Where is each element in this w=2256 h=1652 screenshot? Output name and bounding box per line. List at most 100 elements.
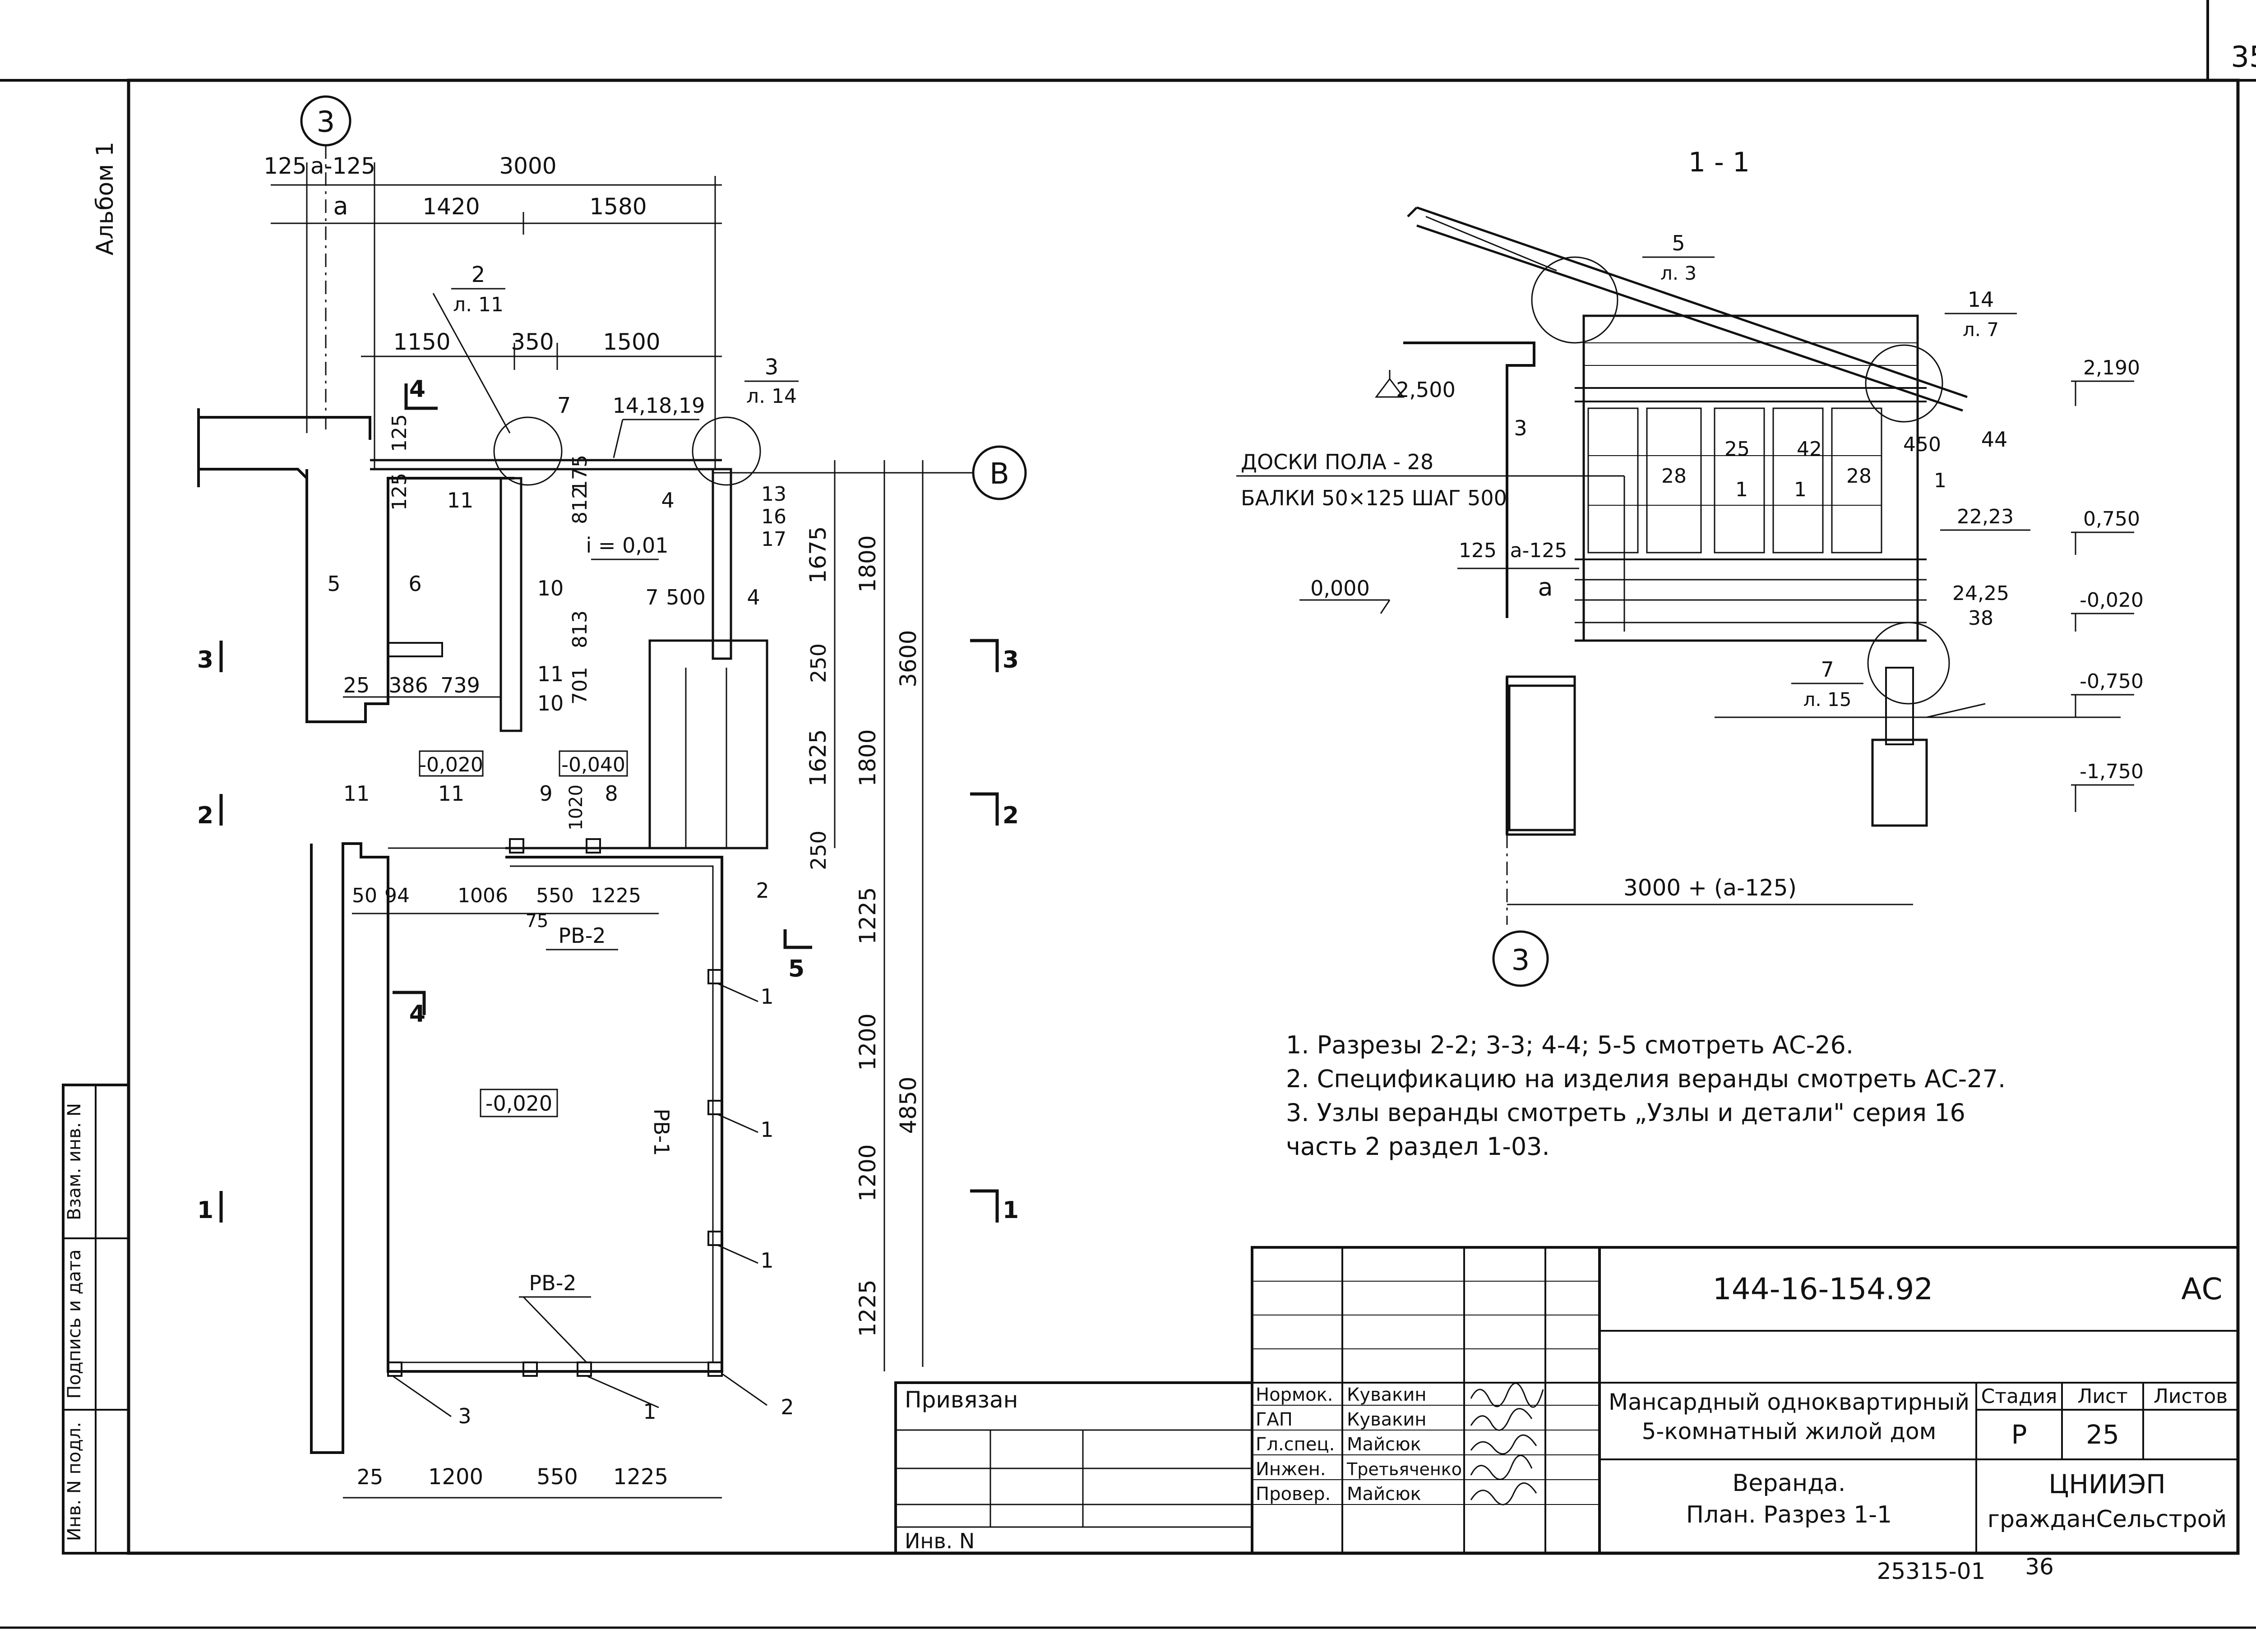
plan-house-walls	[197, 408, 768, 1454]
callout-l11: л. 11	[453, 293, 504, 316]
dim-1225-b: 1225	[855, 1279, 881, 1337]
sc-38: 38	[1968, 607, 1993, 630]
dim-bottom-25: 25	[357, 1465, 384, 1489]
dim-bottom-1200: 1200	[428, 1464, 483, 1490]
section-mark-2-left: 2	[197, 802, 213, 829]
note-3: 3. Узлы веранды смотреть „Узлы и детали"…	[1286, 1098, 1965, 1127]
section-node-5	[1531, 256, 1618, 344]
sc-5: 5	[1672, 231, 1685, 255]
dim-1800-a: 1800	[855, 535, 881, 592]
callout-2c: 2	[781, 1395, 794, 1419]
section-node-7	[1867, 622, 1950, 705]
level-minus-0040: -0,040	[561, 753, 625, 776]
dim-int-813: 813	[569, 610, 592, 648]
sc-28a: 28	[1661, 465, 1687, 488]
section-axis-label-3: 3	[1512, 944, 1530, 977]
stamp-sheet-title-2: План. Разрез 1-1	[1686, 1501, 1892, 1528]
level-0000: 0,000	[1310, 576, 1370, 600]
dim-250-b: 250	[806, 831, 831, 870]
dim-1580: 1580	[589, 194, 647, 220]
name-glspec: Майсюк	[1347, 1434, 1421, 1455]
note-1: 1. Разрезы 2-2; 3-3; 4-4; 5-5 смотреть А…	[1286, 1031, 1854, 1059]
dim-int-500: 500	[666, 585, 706, 609]
stamp-sheet-title-1: Веранда.	[1733, 1470, 1846, 1497]
slope-label: i = 0,01	[586, 533, 669, 558]
stamp-roles: Нормок. Кувакин ГАП Кувакин Гл.спец. Май…	[1256, 1384, 1462, 1504]
callout-13: 13	[761, 483, 786, 506]
footer-code: 25315-01	[1877, 1558, 1986, 1584]
role-glspec: Гл.спец.	[1256, 1434, 1335, 1455]
callout-3: 3	[765, 355, 779, 380]
sc-24-25: 24,25	[1952, 582, 2009, 605]
callout-16: 16	[761, 505, 786, 528]
dim-a: а	[333, 192, 348, 220]
sc-28b: 28	[1846, 465, 1872, 488]
stamp-sheet: 25	[2086, 1419, 2119, 1450]
dim-1800-b: 1800	[855, 729, 881, 786]
dim-int-94: 94	[384, 884, 410, 907]
plan-drawing: 3 В 125 а-125 3000 а 1420 1580 1150 350 …	[197, 95, 1027, 1499]
floor-note-boards: ДОСКИ ПОЛА - 28	[1241, 450, 1433, 474]
stamp-sheets-header: Листов	[2154, 1385, 2228, 1408]
dim-125: 125	[264, 153, 306, 179]
dim-int-75: 75	[526, 911, 549, 932]
window-rv1: РВ-1	[649, 1108, 674, 1156]
stamp-stage: Р	[2011, 1419, 2027, 1450]
callout-11b: 11	[537, 662, 564, 686]
dim-a-125: а-125	[310, 153, 375, 179]
dim-bottom-550: 550	[536, 1464, 578, 1490]
callout-7b: 7	[645, 585, 658, 609]
level-minus-0020: -0,020	[2080, 589, 2144, 612]
plan-windows: РВ-2 РВ-1 РВ-2	[519, 923, 674, 1363]
callout-4a: 4	[661, 488, 674, 512]
floor-note-beams: БАЛКИ 50×125 ШАГ 500	[1241, 486, 1507, 510]
sc-l15: л. 15	[1803, 688, 1852, 711]
stamp-org-2: гражданСельстрой	[1988, 1506, 2227, 1533]
callout-1c: 1	[760, 1248, 773, 1273]
section-dim-a: а	[1538, 573, 1553, 601]
callout-1b: 1	[760, 1117, 773, 1142]
axis-label-3: 3	[317, 106, 335, 139]
plan-internal-dimensions: 125 125 812 175 813 701 500 386 739 25 5…	[343, 414, 706, 932]
section-title: 1 - 1	[1688, 147, 1750, 178]
dim-1200-a: 1200	[855, 1013, 881, 1071]
level-minus-0020-b: -0,020	[485, 1091, 552, 1116]
sc-1c: 1	[1934, 469, 1946, 492]
plan-levels: -0,020 -0,040 -0,020	[419, 750, 628, 1117]
section-mark-3-left: 3	[197, 646, 213, 674]
axis-label-b: В	[989, 457, 1009, 491]
callout-11c: 11	[343, 781, 370, 806]
callout-5: 5	[327, 572, 340, 596]
plan-right-dimensions: 1675 250 1625 250 1800 1800 3600 1225 12…	[805, 460, 924, 1371]
side-stamp-inv: Инв. N подл.	[64, 1422, 85, 1541]
dim-1420: 1420	[422, 194, 480, 220]
stamp-sheet-header: Лист	[2077, 1385, 2128, 1408]
dim-1150: 1150	[393, 329, 450, 355]
section-mark-4-bottom: 4	[409, 1001, 425, 1028]
dim-int-386: 386	[388, 673, 428, 697]
notes: 1. Разрезы 2-2; 3-3; 4-4; 5-5 смотреть А…	[1286, 1031, 2006, 1161]
plan-bottom-dimensions: 25 1200 550 1225	[343, 1464, 722, 1499]
stair-block	[648, 639, 768, 849]
section-dim-a-125: а-125	[1510, 539, 1567, 562]
dim-350: 350	[511, 329, 554, 355]
section-mark-3-right: 3	[1003, 646, 1019, 674]
stamp-project-title-2: 5-комнатный жилой дом	[1642, 1418, 1937, 1444]
callout-14-18-19: 14,18,19	[613, 393, 705, 418]
dim-int-812: 812	[569, 486, 592, 524]
level-minus-0020-a: -0,020	[419, 753, 483, 776]
plan-callouts: 2 л. 11 7 14,18,19 3 л. 14 4 11 10 11 10…	[327, 262, 799, 1428]
callout-6: 6	[408, 572, 421, 596]
dim-1675: 1675	[805, 526, 831, 583]
sc-1b: 1	[1794, 478, 1807, 501]
dim-1625: 1625	[805, 729, 831, 786]
section-mark-5: 5	[788, 955, 804, 983]
callout-2: 2	[472, 262, 485, 287]
callout-7: 7	[557, 393, 571, 418]
section-mark-2-right: 2	[1003, 802, 1019, 829]
section-mark-1-left: 1	[197, 1197, 213, 1224]
stamp-project-title-1: Мансардный одноквартирный	[1609, 1389, 1969, 1415]
plan-top-dimensions: 125 а-125 3000 а 1420 1580 1150 350 1500	[264, 153, 722, 469]
dim-3000: 3000	[499, 153, 556, 179]
